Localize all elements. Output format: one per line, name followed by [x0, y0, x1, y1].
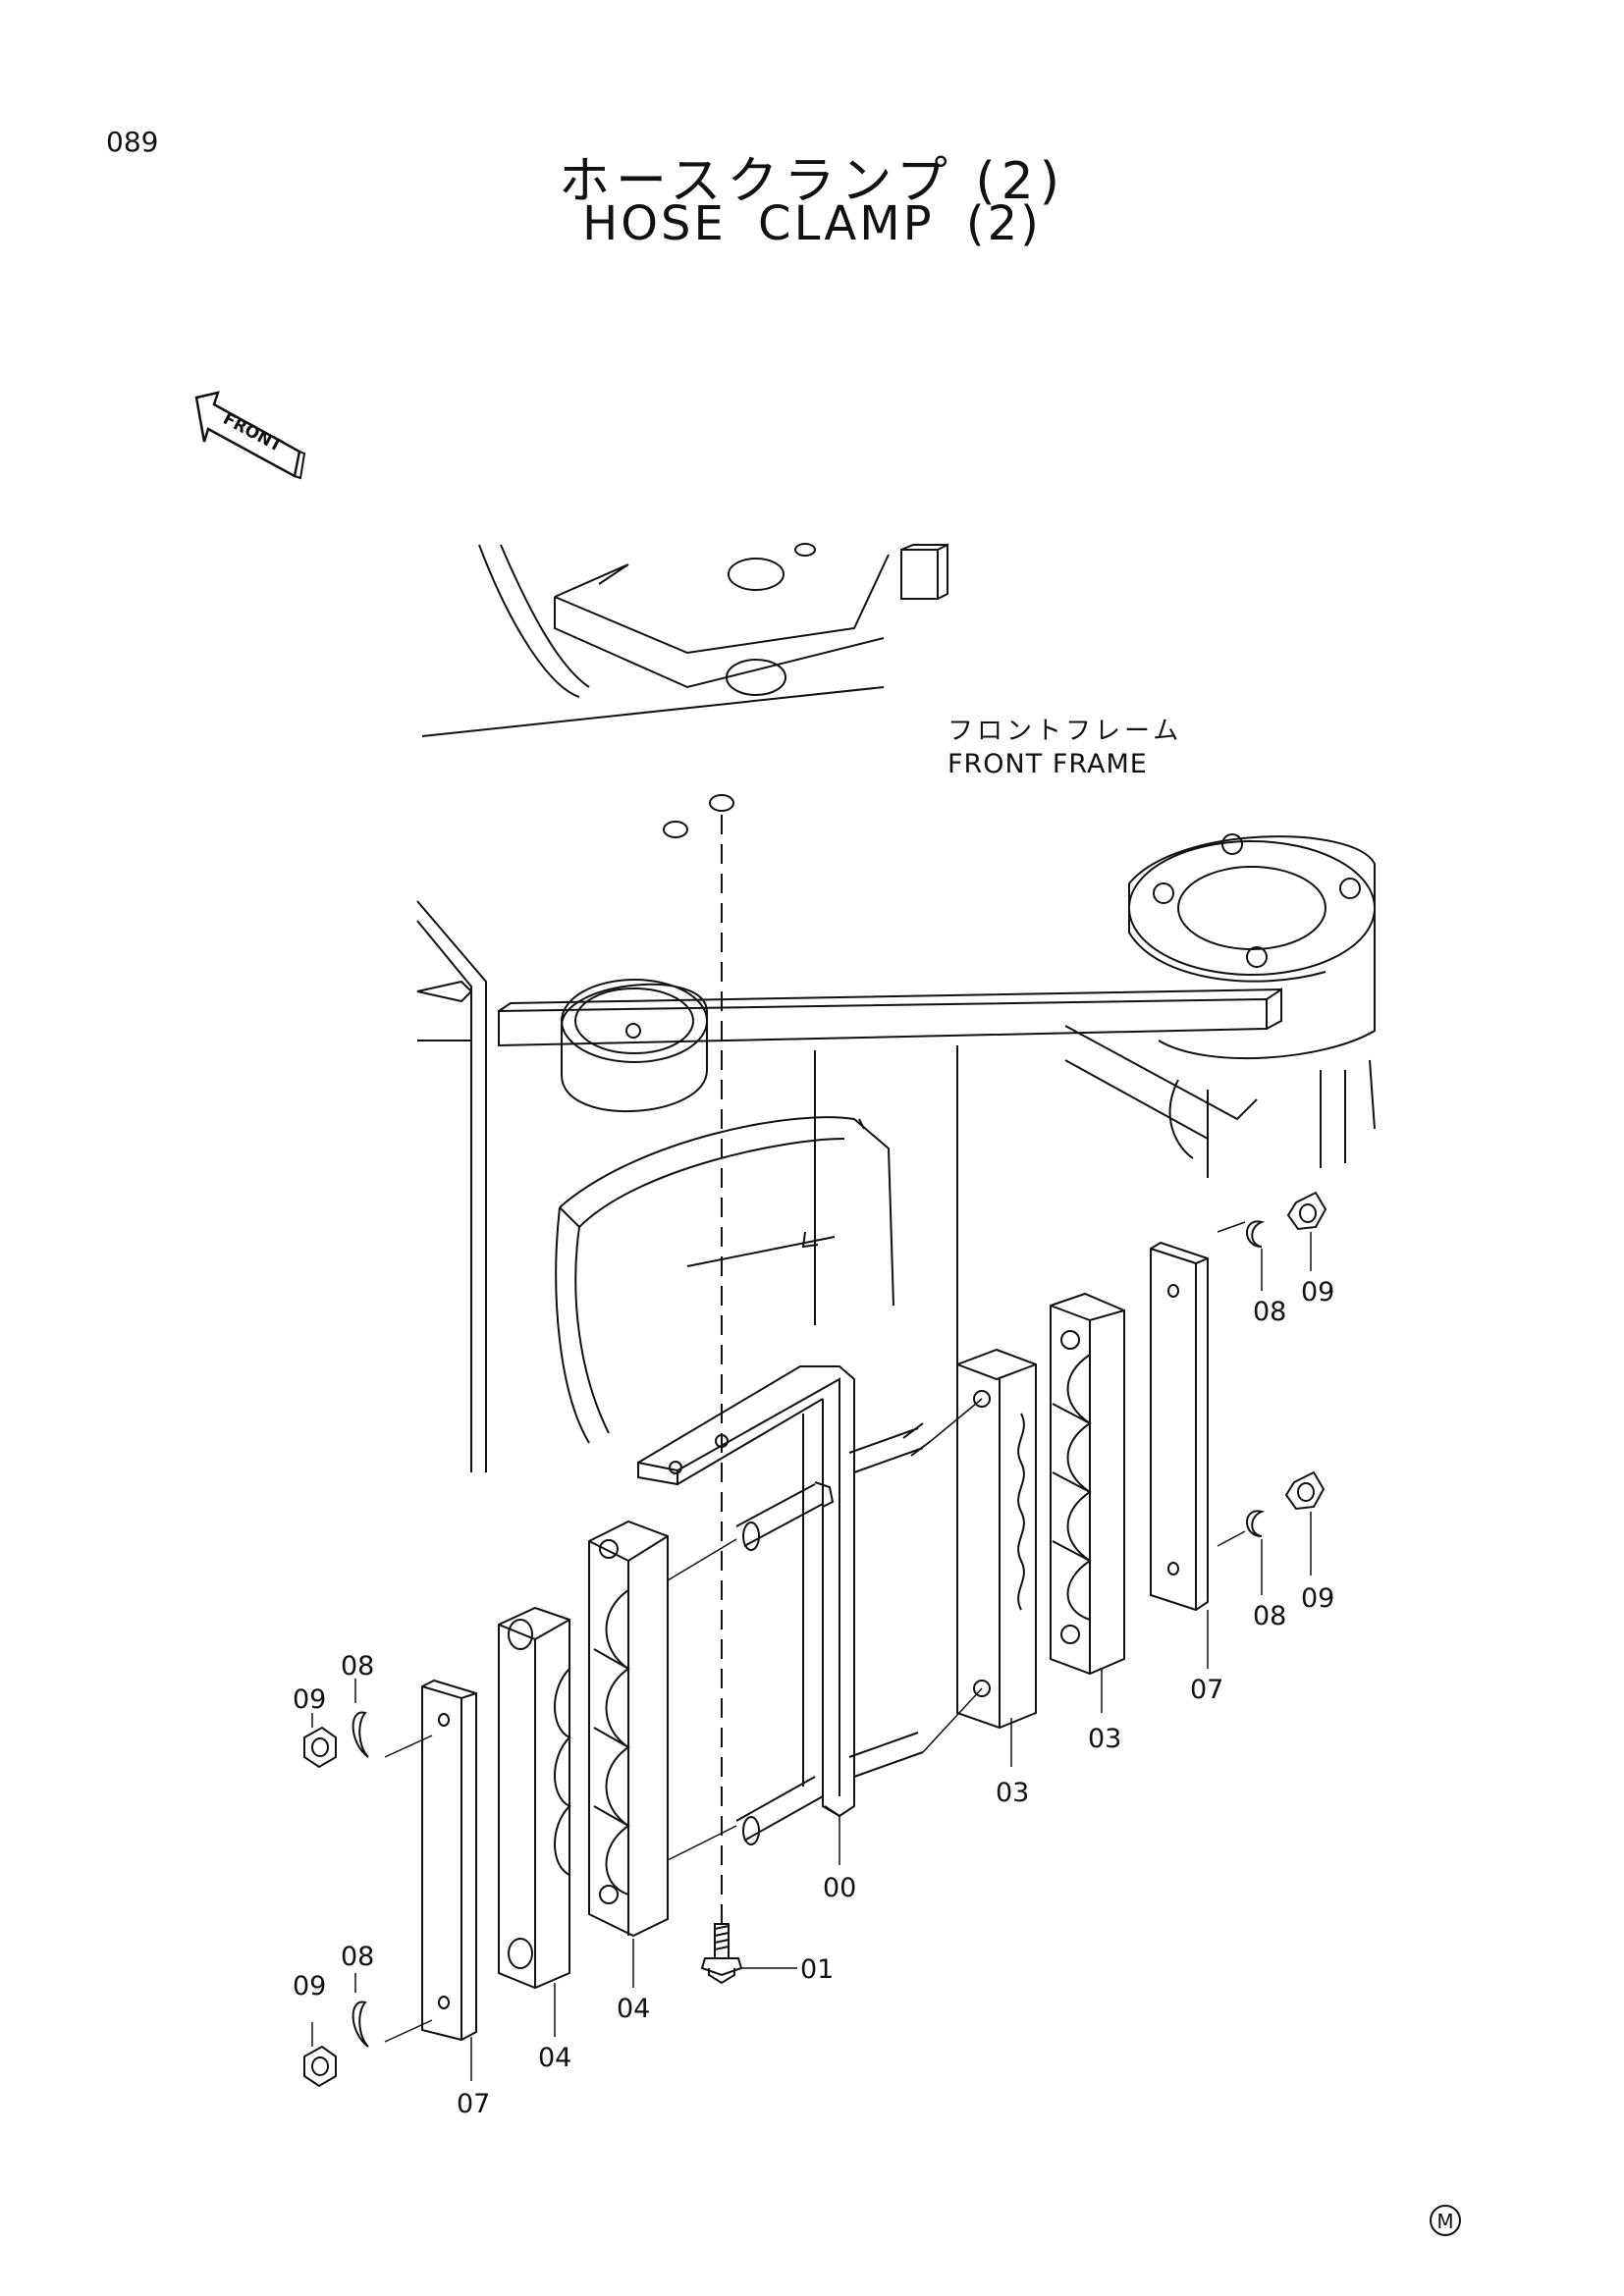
- callout-09-left-upper: 09: [293, 1684, 326, 1715]
- callout-08-right-lower: 08: [1253, 1601, 1286, 1631]
- marker-m-icon: M: [1430, 2205, 1461, 2236]
- bracket-00: [637, 1365, 855, 1818]
- bolt-01: [700, 1923, 743, 1985]
- assembly-lines: [667, 1398, 983, 1861]
- washer-nut-left-lower: [303, 2001, 433, 2088]
- callout-08-left-upper: 08: [341, 1651, 374, 1682]
- callout-09-left-lower: 09: [293, 1971, 326, 2002]
- callout-03-front: 03: [996, 1778, 1029, 1808]
- clamp-block-04-front: [588, 1520, 669, 1938]
- callout-08-left-lower: 08: [341, 1942, 374, 1972]
- washer-nut-right-upper: [1217, 1191, 1327, 1248]
- callout-numbers: 00 01 03 03 04 04 07 07 08 08 08 08 09 0…: [293, 1277, 1334, 2119]
- callout-08-right-upper: 08: [1253, 1297, 1286, 1327]
- clamp-block-03-rear: [1050, 1292, 1125, 1676]
- frame-label: FRONT FRAME: [947, 749, 1148, 779]
- front-arrow-icon: FRONT: [194, 391, 306, 480]
- leader-lines: [311, 1232, 1312, 2081]
- plate-07-left: [421, 1679, 477, 2042]
- callout-04-rear: 04: [538, 2043, 571, 2073]
- callout-09-right-lower: 09: [1301, 1583, 1334, 1614]
- clamp-block-03-front: [956, 1348, 1037, 1730]
- page-title-japanese: ホースクランプ (2): [558, 152, 1066, 211]
- front-arrow-label: FRONT: [220, 409, 286, 456]
- washer-nut-left-upper: [303, 1711, 433, 1769]
- callout-03-rear: 03: [1088, 1724, 1121, 1754]
- front-frame-upper: [421, 543, 948, 737]
- stud-bolts: [735, 1422, 932, 1845]
- callout-04-front: 04: [617, 1994, 650, 2024]
- callout-00: 00: [823, 1873, 856, 1903]
- front-frame-lower: [416, 794, 1376, 1472]
- marker-label: M: [1436, 2210, 1453, 2233]
- page-title: HOSE CLAMP (2): [582, 196, 1042, 251]
- plate-07-right: [1150, 1241, 1209, 1612]
- callout-07-right: 07: [1190, 1675, 1223, 1705]
- callout-01: 01: [800, 1954, 834, 1985]
- callout-07-left: 07: [457, 2089, 490, 2119]
- frame-label-japanese: フロントフレーム: [947, 717, 1182, 746]
- clamp-block-04-rear: [498, 1606, 571, 1990]
- washer-nut-right-lower: [1217, 1470, 1326, 1547]
- callout-09-right-upper: 09: [1301, 1277, 1334, 1308]
- page-number: 089: [106, 126, 159, 158]
